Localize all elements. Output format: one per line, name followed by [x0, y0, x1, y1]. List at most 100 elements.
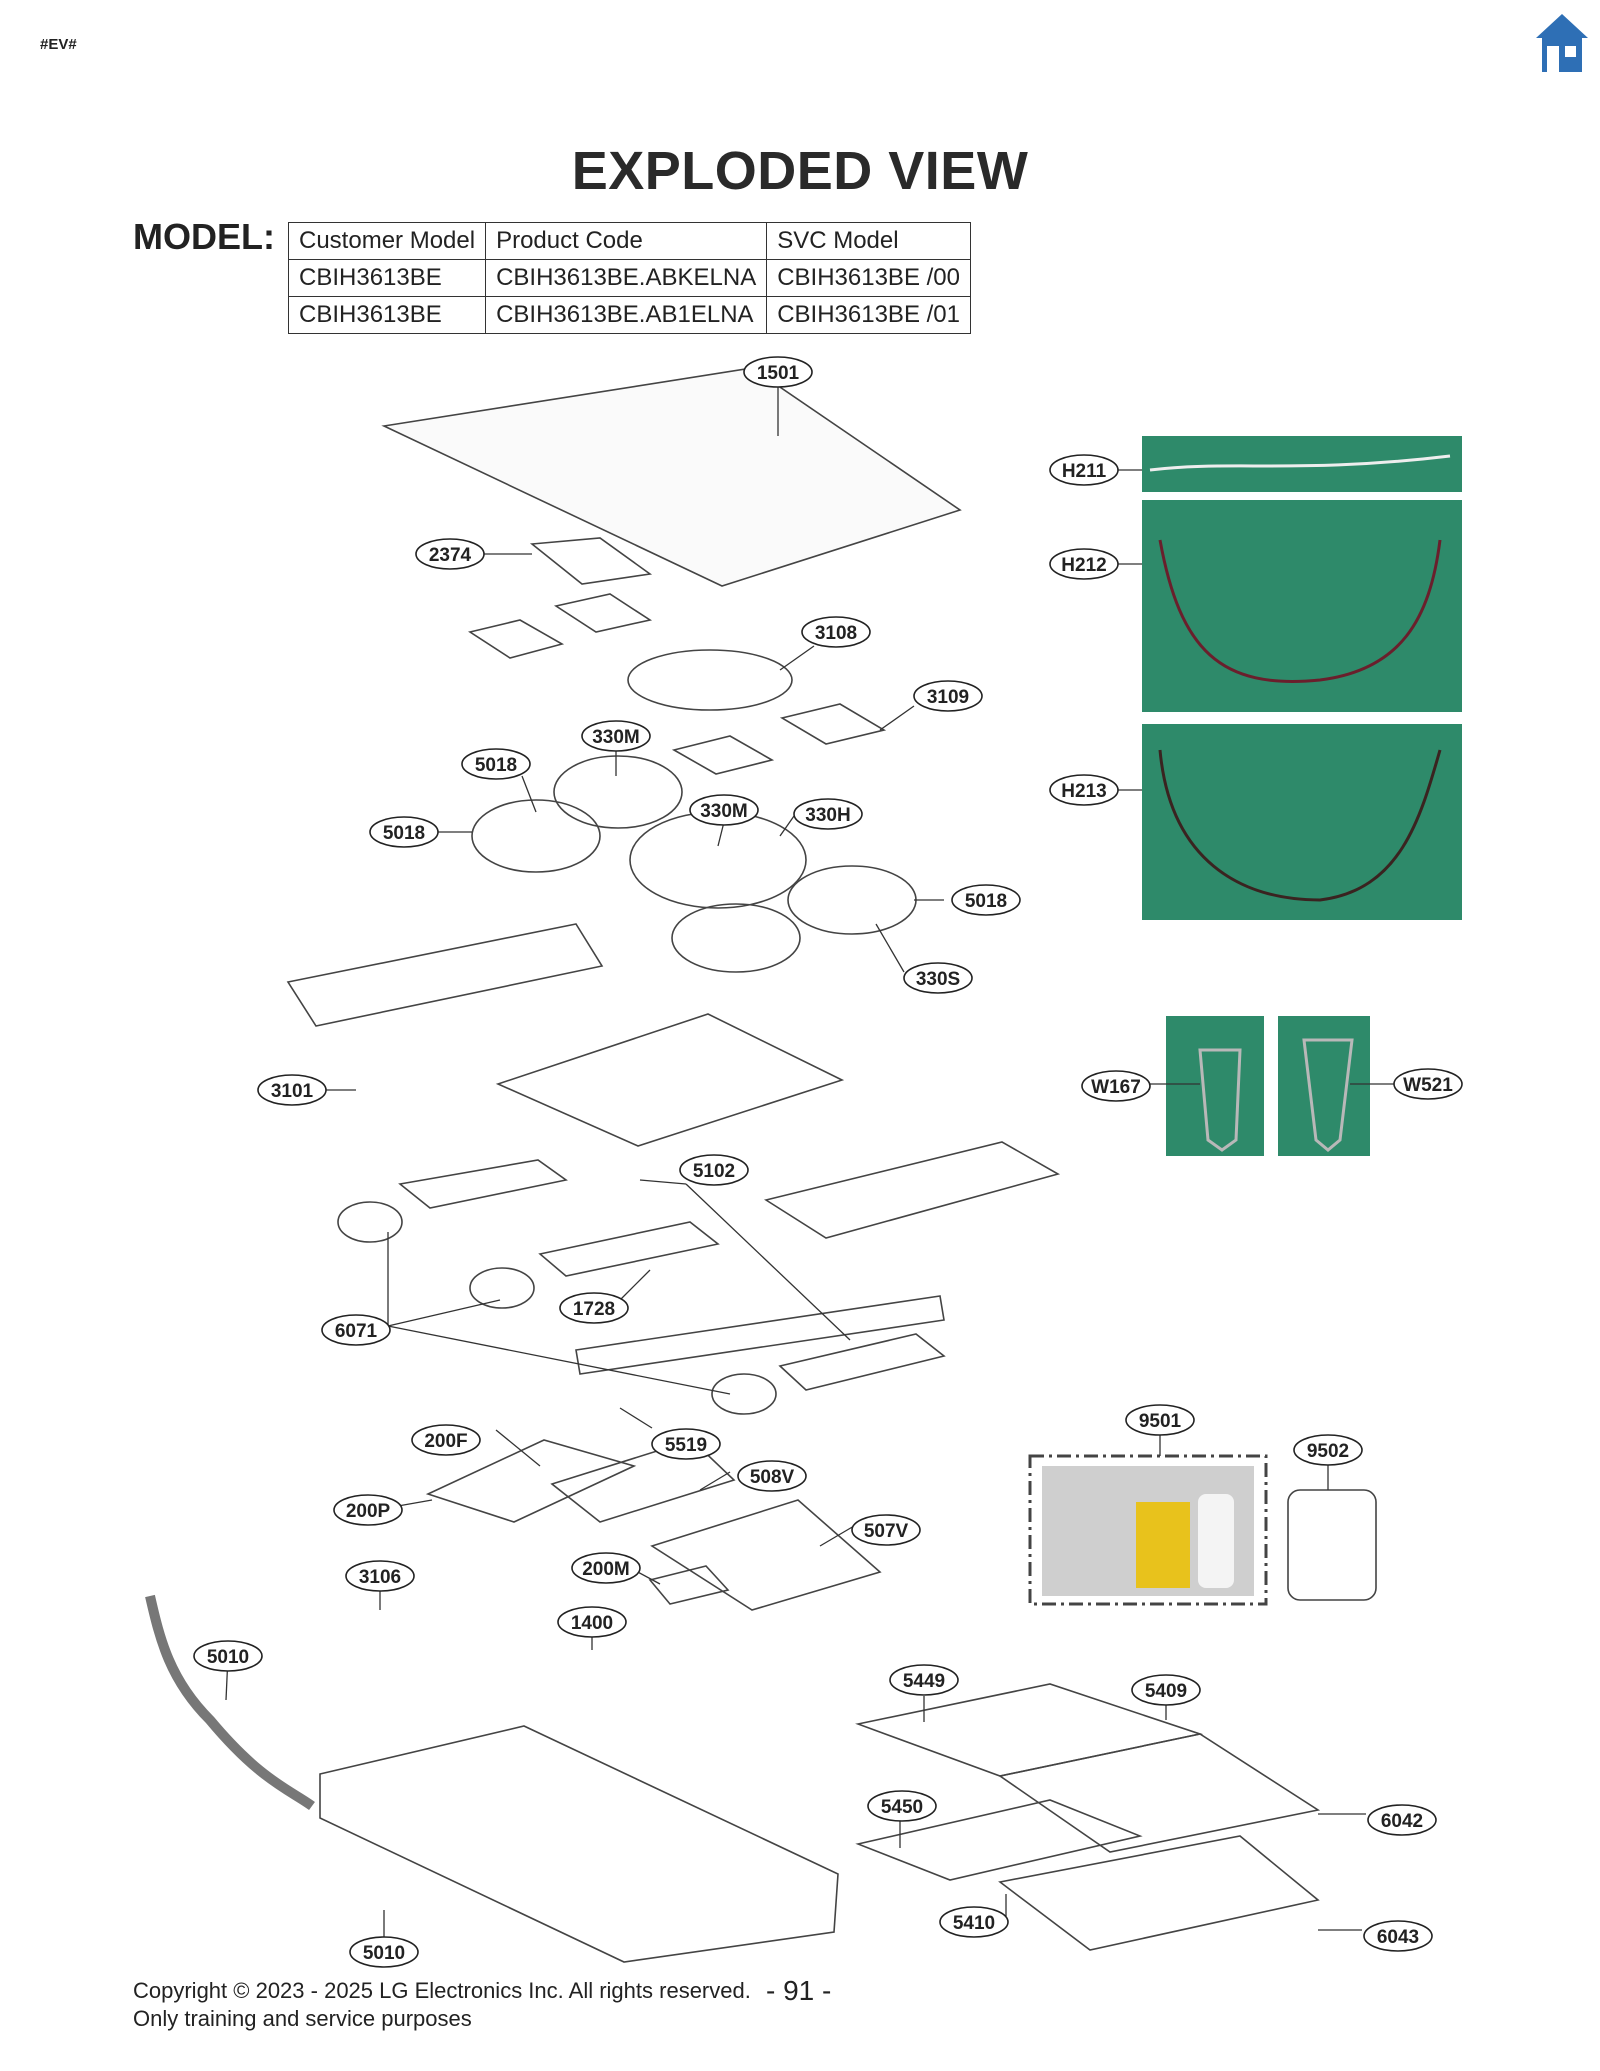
duct-part: [575, 1295, 945, 1375]
callout-3108: 3108: [801, 616, 871, 648]
callout-label: H212: [1061, 555, 1106, 576]
callout-label: 5018: [475, 755, 517, 776]
callout-200M: 200M: [571, 1552, 641, 1584]
callout-6042: 6042: [1367, 1804, 1437, 1836]
power-cord-part: [145, 1594, 315, 1811]
model-label: MODEL:: [133, 216, 275, 257]
callout-330M: 330M: [689, 794, 759, 826]
kit-bag-part: [1287, 1489, 1377, 1601]
header-product-code: Product Code: [485, 222, 768, 260]
duct-part: [398, 1159, 568, 1209]
table-cell: CBIH3613BE.ABKELNA: [485, 259, 768, 297]
plate-part: [763, 1141, 1061, 1239]
fan-part: [469, 1267, 535, 1309]
callout-2374: 2374: [415, 538, 485, 570]
table-cell: CBIH3613BE: [287, 296, 487, 334]
callout-W167: W167: [1081, 1070, 1151, 1102]
glass-top-part: [381, 367, 962, 587]
callout-label: 330H: [805, 805, 850, 826]
pcb-part: [425, 1439, 637, 1523]
callout-6071: 6071: [321, 1314, 391, 1346]
callout-label: 5010: [363, 1943, 405, 1964]
kit-box-part: [1028, 1454, 1268, 1606]
coil-part: [553, 755, 683, 829]
table-row: CBIH3613BE CBIH3613BE.ABKELNA CBIH3613BE…: [287, 259, 971, 297]
pad-part: [553, 593, 653, 633]
home-icon[interactable]: [1534, 12, 1590, 74]
callout-label: 5102: [693, 1161, 735, 1182]
model-table: Customer Model Product Code SVC Model CB…: [287, 222, 971, 334]
callout-label: H211: [1062, 461, 1107, 482]
callout-label: 6042: [1381, 1811, 1423, 1832]
callout-label: 200P: [346, 1501, 391, 1522]
callout-5450: 5450: [867, 1790, 937, 1822]
callout-5449: 5449: [889, 1664, 959, 1696]
sponge-part: [1136, 1502, 1190, 1588]
callout-H212: H212: [1049, 548, 1119, 580]
callout-label: 9501: [1139, 1411, 1182, 1432]
callout-5410: 5410: [939, 1906, 1009, 1938]
callout-3101: 3101: [257, 1074, 327, 1106]
callout-label: 2374: [429, 545, 472, 566]
callout-label: 1501: [757, 363, 800, 384]
pad-part: [627, 649, 793, 711]
screw-photo-w521: [1278, 1016, 1370, 1156]
duct-part: [778, 1333, 946, 1391]
plate-part: [286, 923, 604, 1027]
pad-part: [468, 619, 565, 659]
callout-H211: H211: [1049, 454, 1119, 486]
callout-1728: 1728: [559, 1292, 629, 1324]
callout-label: W521: [1403, 1075, 1453, 1096]
document-tag: #EV#: [40, 36, 77, 53]
table-row: CBIH3613BE CBIH3613BE.AB1ELNA CBIH3613BE…: [287, 296, 971, 334]
callout-label: 3109: [927, 687, 969, 708]
callout-5102: 5102: [679, 1154, 749, 1186]
callout-label: 200M: [582, 1559, 630, 1580]
base-tray-part: [319, 1725, 839, 1963]
screw-photo-w167: [1166, 1016, 1264, 1156]
callout-330M: 330M: [581, 720, 651, 752]
cover-part: [998, 1733, 1321, 1853]
callout-5519: 5519: [651, 1428, 721, 1460]
usage-note: Only training and service purposes: [133, 2006, 472, 2031]
callout-label: 507V: [864, 1521, 909, 1542]
callout-200F: 200F: [411, 1424, 481, 1456]
callout-200P: 200P: [333, 1494, 403, 1526]
copyright-text: Copyright © 2023 - 2025 LG Electronics I…: [133, 1978, 751, 2003]
coil-part: [629, 811, 807, 909]
table-cell: CBIH3613BE.AB1ELNA: [485, 296, 768, 334]
cleaner-bottle-part: [1198, 1494, 1234, 1588]
callout-label: 5449: [903, 1671, 945, 1692]
callout-H213: H213: [1049, 774, 1119, 806]
callout-3109: 3109: [913, 680, 983, 712]
callout-508V: 508V: [737, 1460, 807, 1492]
callout-3106: 3106: [345, 1560, 415, 1592]
table-cell: CBIH3613BE /00: [766, 259, 971, 297]
callout-5018: 5018: [369, 816, 439, 848]
callout-9501: 9501: [1125, 1404, 1195, 1436]
callout-label: 6043: [1377, 1927, 1419, 1948]
fan-part: [711, 1373, 777, 1415]
callout-6043: 6043: [1363, 1920, 1433, 1952]
cover-part: [998, 1835, 1320, 1951]
callout-label: 5010: [207, 1647, 249, 1668]
pcb-part: [650, 1499, 882, 1611]
plate-part: [495, 1013, 845, 1147]
page-title: EXPLODED VIEW: [571, 141, 1029, 201]
pcb-part: [648, 1565, 730, 1605]
callout-9502: 9502: [1293, 1434, 1363, 1466]
callout-label: 3108: [815, 623, 857, 644]
pad-part: [671, 735, 775, 775]
callout-label: 5519: [665, 1435, 707, 1456]
callout-label: 9502: [1307, 1441, 1349, 1462]
callout-label: 330S: [916, 969, 960, 990]
callout-507V: 507V: [851, 1514, 921, 1546]
callout-label: 200F: [424, 1431, 467, 1452]
page-number: - 91 -: [766, 1975, 832, 2006]
callout-5409: 5409: [1131, 1674, 1201, 1706]
harness-photo-h212: [1142, 500, 1462, 712]
callout-1501: 1501: [743, 356, 813, 388]
table-cell: CBIH3613BE: [287, 259, 487, 297]
harness-photo-h213: [1142, 724, 1462, 920]
coil-part: [787, 865, 917, 935]
